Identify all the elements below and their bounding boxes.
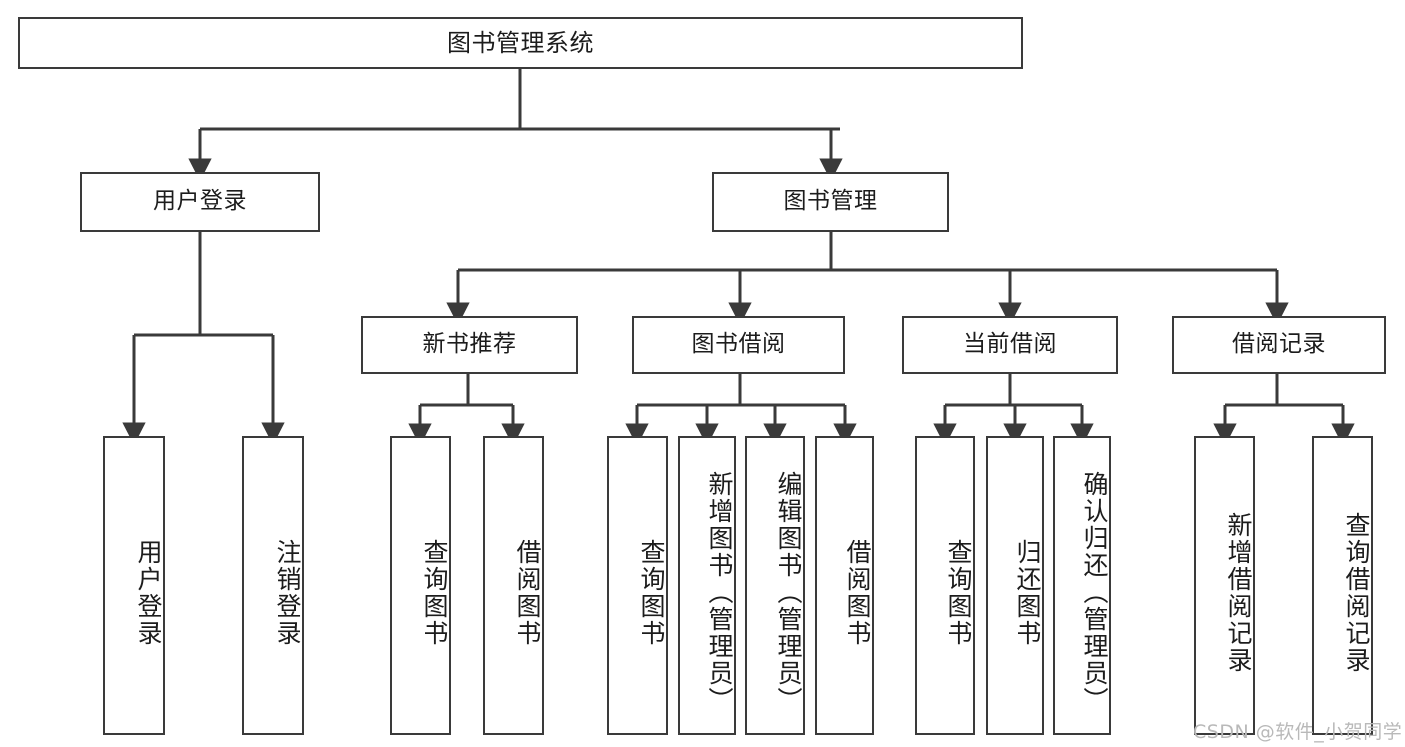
node-leaf-confirm-return-label: 确认归还（管理员） — [1080, 471, 1109, 714]
node-leaf-return-book[interactable]: 归还图书 — [986, 436, 1044, 735]
node-leaf-borrow-book-1[interactable]: 借阅图书 — [483, 436, 544, 735]
node-leaf-confirm-return[interactable]: 确认归还（管理员） — [1053, 436, 1111, 735]
node-current-borrow[interactable]: 当前借阅 — [902, 316, 1118, 374]
node-user-login-label: 用户登录 — [153, 188, 247, 215]
node-leaf-return-book-label: 归还图书 — [1013, 538, 1042, 647]
node-leaf-query-record-label: 查询借阅记录 — [1342, 511, 1371, 674]
node-book-manage[interactable]: 图书管理 — [712, 172, 949, 232]
node-borrow-record[interactable]: 借阅记录 — [1172, 316, 1386, 374]
node-book-borrow-label: 图书借阅 — [691, 331, 786, 358]
node-leaf-borrow-book-1-label: 借阅图书 — [513, 538, 542, 647]
node-leaf-add-book[interactable]: 新增图书（管理员） — [678, 436, 736, 735]
node-user-login[interactable]: 用户登录 — [80, 172, 320, 232]
node-borrow-record-label: 借阅记录 — [1232, 331, 1326, 358]
node-new-book-rec[interactable]: 新书推荐 — [361, 316, 578, 374]
node-leaf-user-login-label: 用户登录 — [134, 538, 163, 647]
node-leaf-query-book-1[interactable]: 查询图书 — [390, 436, 451, 735]
node-leaf-logout-label: 注销登录 — [273, 538, 302, 647]
node-leaf-borrow-book-2-label: 借阅图书 — [843, 538, 872, 647]
node-leaf-query-book-2-label: 查询图书 — [637, 538, 666, 647]
node-leaf-edit-book[interactable]: 编辑图书（管理员） — [745, 436, 805, 735]
node-leaf-query-book-2[interactable]: 查询图书 — [607, 436, 668, 735]
node-book-borrow[interactable]: 图书借阅 — [632, 316, 845, 374]
node-current-borrow-label: 当前借阅 — [963, 331, 1057, 358]
node-leaf-add-book-label: 新增图书（管理员） — [705, 471, 734, 714]
node-leaf-borrow-book-2[interactable]: 借阅图书 — [815, 436, 874, 735]
node-leaf-add-record-label: 新增借阅记录 — [1224, 511, 1253, 674]
node-leaf-query-book-1-label: 查询图书 — [420, 538, 449, 647]
node-leaf-add-record[interactable]: 新增借阅记录 — [1194, 436, 1255, 735]
node-leaf-user-login[interactable]: 用户登录 — [103, 436, 165, 735]
csdn-watermark: CSDN @软件_小贺同学 — [1193, 721, 1403, 743]
node-new-book-rec-label: 新书推荐 — [422, 331, 517, 358]
node-leaf-query-book-3-label: 查询图书 — [944, 538, 973, 647]
node-book-manage-label: 图书管理 — [783, 188, 878, 215]
node-leaf-edit-book-label: 编辑图书（管理员） — [774, 471, 803, 714]
node-leaf-logout[interactable]: 注销登录 — [242, 436, 304, 735]
node-root[interactable]: 图书管理系统 — [18, 17, 1023, 69]
node-leaf-query-book-3[interactable]: 查询图书 — [915, 436, 975, 735]
node-leaf-query-record[interactable]: 查询借阅记录 — [1312, 436, 1373, 735]
node-root-label: 图书管理系统 — [447, 28, 594, 57]
